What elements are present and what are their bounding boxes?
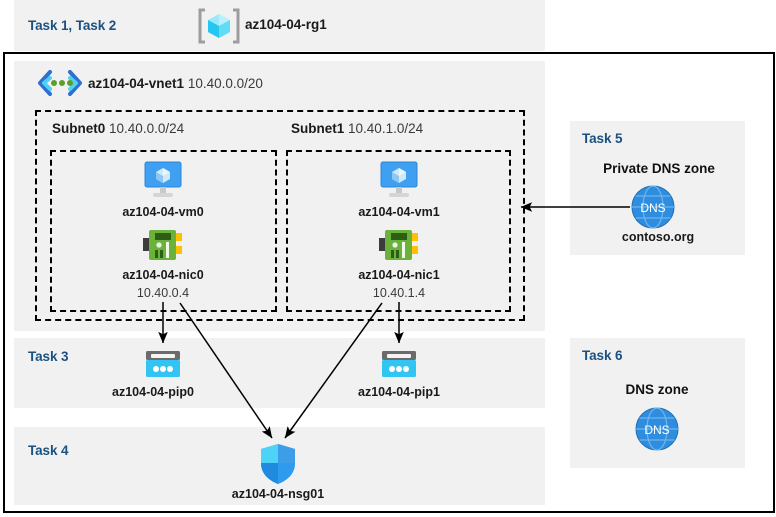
private-dns-zone-name: contoso.org [621,230,695,244]
public-ip-address-icon [144,349,182,379]
pip1-name: az104-04-pip1 [358,385,440,399]
task-label-1-2: Task 1, Task 2 [28,18,117,33]
subnet1-name: Subnet1 [291,121,345,136]
vnet-name: az104-04-vnet1 [88,76,185,91]
nic1-ip: 10.40.1.4 [372,286,426,300]
nsg-name: az104-04-nsg01 [231,487,325,501]
vnet-container [14,61,545,331]
public-ip-address-icon [380,349,418,379]
subnets-dashed-container [35,110,525,321]
task-label-4: Task 4 [28,443,69,458]
dns-zone-icon: DNS [634,406,680,452]
nic0-ip: 10.40.0.4 [136,286,190,300]
task3-panel [14,338,545,408]
subnet1-cidr: 10.40.1.0/24 [348,121,424,136]
pip0-name: az104-04-pip0 [112,385,194,399]
virtual-network-icon [36,68,84,98]
task-label-6: Task 6 [582,348,623,363]
vnet-address-space: 10.40.0.0/20 [187,76,263,91]
network-interface-icon [143,227,183,263]
private-dns-zone-heading: Private DNS zone [603,161,715,176]
virtual-machine-icon [140,160,186,200]
nic0-name: az104-04-nic0 [122,268,204,282]
resource-group-icon [197,7,241,45]
nic1-name: az104-04-nic1 [358,268,440,282]
subnet0-cidr: 10.40.0.0/24 [109,121,185,136]
subnet0-title: Subnet0 10.40.0.0/24 [52,121,184,136]
vnet-title: az104-04-vnet1 10.40.0.0/20 [88,76,263,91]
vm0-name: az104-04-vm0 [122,205,204,219]
task1-task2-header-band [14,0,545,51]
subnet0-name: Subnet0 [52,121,106,136]
task-label-3: Task 3 [28,349,69,364]
dns-zone-heading: DNS zone [625,382,689,397]
network-security-group-icon [259,443,297,485]
vm1-name: az104-04-vm1 [358,205,440,219]
virtual-machine-icon [376,160,422,200]
dns-zone-icon: DNS [630,184,676,230]
network-interface-icon [379,227,419,263]
svg-text:DNS: DNS [644,423,669,437]
subnet1-title: Subnet1 10.40.1.0/24 [291,121,423,136]
resource-group-name: az104-04-rg1 [245,17,327,32]
task-label-5: Task 5 [582,131,623,146]
svg-text:DNS: DNS [640,201,665,215]
